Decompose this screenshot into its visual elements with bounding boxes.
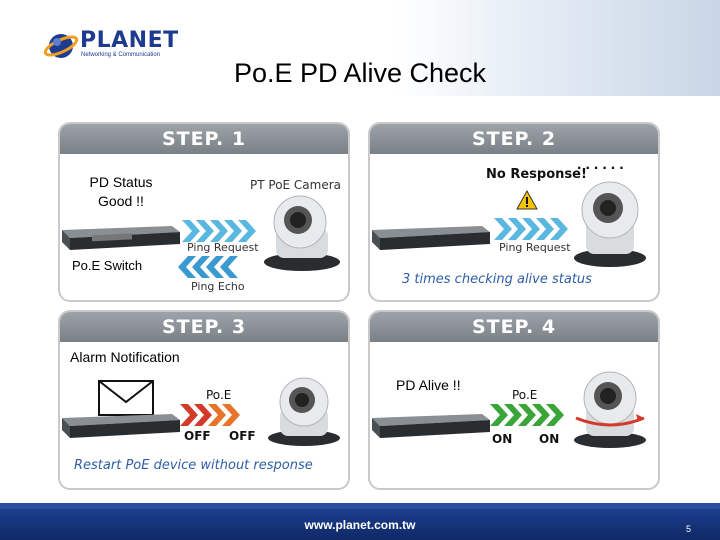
ping-request-arrows-icon: [182, 220, 262, 242]
warning-icon: [516, 190, 538, 210]
step4-title: STEP. 4: [370, 312, 658, 342]
on-label-2: ON: [539, 432, 559, 446]
ping-echo-label: Ping Echo: [191, 280, 245, 293]
poe-label-3: Po.E: [206, 388, 231, 402]
poe-switch-icon-3: [62, 410, 182, 440]
poe-switch-icon-4: [372, 410, 492, 440]
ping-request-label: Ping Request: [187, 241, 259, 254]
pd-status-label: PD Status Good !!: [78, 173, 164, 211]
ptz-camera-icon-3: [264, 372, 344, 446]
alarm-notification-label: Alarm Notification: [70, 349, 180, 365]
off-label-2: OFF: [229, 429, 256, 443]
ping-echo-arrows-icon: [178, 256, 240, 278]
step2-caption: 3 times checking alive status: [402, 272, 592, 287]
poe-switch-icon-2: [372, 222, 492, 252]
pd-alive-label: PD Alive !!: [396, 377, 461, 393]
poe-switch-icon: [62, 222, 182, 252]
step3-title: STEP. 3: [60, 312, 348, 342]
poe-switch-label: Po.E Switch: [72, 258, 142, 273]
planet-logo-icon: [44, 28, 80, 64]
on-label-1: ON: [492, 432, 512, 446]
footer-url: www.planet.com.tw: [0, 518, 720, 532]
logo-subtext: Networking & Communication: [81, 52, 160, 58]
step3-caption: Restart PoE device without response: [74, 458, 313, 473]
step2-title: STEP. 2: [370, 124, 658, 154]
off-arrows-icon: [180, 404, 260, 426]
page-number: 5: [686, 524, 691, 534]
page-title: Po.E PD Alive Check: [170, 58, 550, 89]
step1-title: STEP. 1: [60, 124, 348, 154]
logo-text: PLANET: [80, 28, 179, 53]
ping-request-label-2: Ping Request: [499, 241, 571, 254]
on-arrows-icon: [490, 404, 570, 426]
ping-request-arrows-icon-2: [494, 218, 574, 240]
ptz-camera-icon: [262, 190, 342, 272]
off-label-1: OFF: [184, 429, 211, 443]
poe-label-4: Po.E: [512, 388, 537, 402]
ptz-camera-icon-2: [570, 172, 650, 270]
ptz-camera-icon-4: [570, 366, 650, 450]
